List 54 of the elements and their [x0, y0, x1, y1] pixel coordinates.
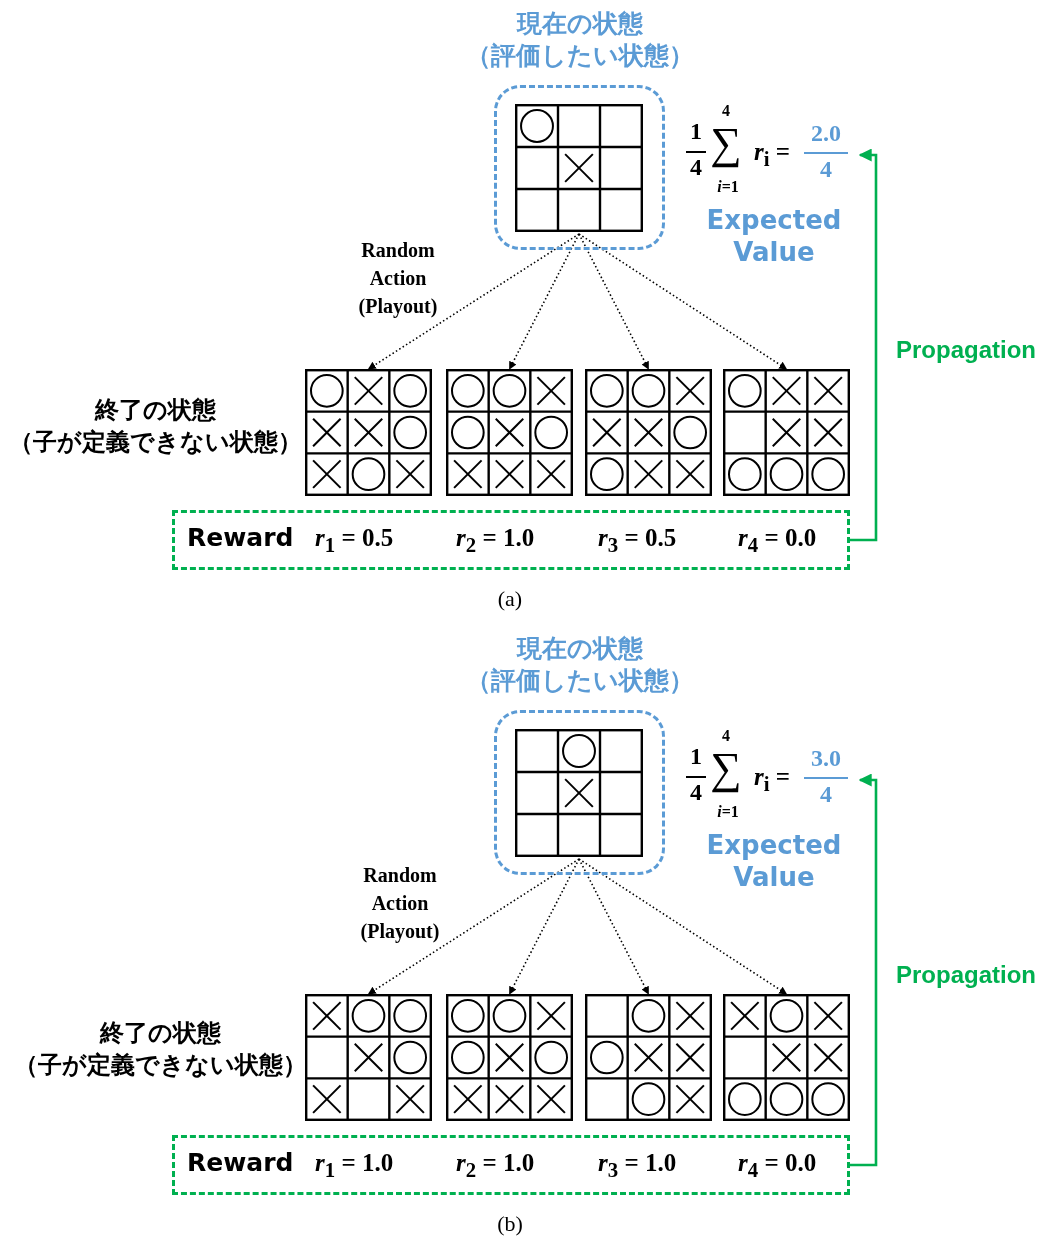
panel-caption: (b) [496, 1211, 524, 1237]
denominator: 4 [819, 781, 833, 809]
tic-tac-toe-board-drawing [305, 994, 432, 1121]
upper-limit: 4 [721, 102, 731, 121]
arrow [578, 858, 788, 995]
tic-tac-toe-board-drawing [305, 369, 432, 496]
arrow [850, 773, 878, 1167]
expected-value-label: Expected Value [705, 204, 843, 268]
arrow [578, 233, 788, 370]
reward-value: r$_{1}$ = 0.5 [315, 524, 394, 558]
annotation-text: Random Action (Playout) [357, 238, 439, 320]
reward-label: Reward [187, 1148, 294, 1177]
tic-tac-toe-board-drawing [585, 369, 712, 496]
arrow [367, 858, 580, 995]
arrow [850, 148, 878, 542]
sum-symbol: ∑ [709, 747, 743, 791]
reward-value: r$_{3}$ = 0.5 [598, 524, 677, 558]
tic-tac-toe-board-drawing [515, 104, 643, 232]
reward-value: r$_{2}$ = 1.0 [456, 524, 535, 558]
state-caption: 終了の状態（子が定義できない状態） [12, 1018, 308, 1081]
tic-tac-toe-board-drawing [723, 994, 850, 1121]
numerator: 3.0 [810, 745, 842, 773]
arrow [578, 858, 650, 995]
denominator: 4 [689, 779, 703, 807]
reward-value: r$_{4}$ = 0.0 [738, 524, 817, 558]
state-heading: 現在の状態（評価したい状態） [465, 633, 695, 697]
annotation-text: Random Action (Playout) [359, 863, 441, 945]
formula-term: r$_{i}$ = [753, 138, 791, 172]
formula-term: r$_{i}$ = [753, 763, 791, 797]
denominator: 4 [819, 156, 833, 184]
numerator: 2.0 [810, 120, 842, 148]
reward-value: r$_{2}$ = 1.0 [456, 1149, 535, 1183]
tic-tac-toe-board-drawing [446, 369, 573, 496]
tic-tac-toe-board-drawing [723, 369, 850, 496]
denominator: 4 [689, 154, 703, 182]
state-heading: 現在の状態（評価したい状態） [465, 8, 695, 72]
lower-limit: i=1 [716, 803, 740, 822]
upper-limit: 4 [721, 727, 731, 746]
tic-tac-toe-board-drawing [585, 994, 712, 1121]
panel-caption: (a) [496, 586, 524, 612]
tic-tac-toe-board-drawing [446, 994, 573, 1121]
arrow [578, 233, 650, 370]
state-caption: 終了の状態（子が定義できない状態） [7, 395, 303, 458]
numerator: 1 [689, 743, 703, 771]
reward-label: Reward [187, 523, 294, 552]
reward-value: r$_{3}$ = 1.0 [598, 1149, 677, 1183]
numerator: 1 [689, 118, 703, 146]
expected-value-label: Expected Value [705, 829, 843, 893]
reward-value: r$_{1}$ = 1.0 [315, 1149, 394, 1183]
lower-limit: i=1 [716, 178, 740, 197]
arrow [367, 233, 580, 370]
reward-value: r$_{4}$ = 0.0 [738, 1149, 817, 1183]
sum-symbol: ∑ [709, 122, 743, 166]
tic-tac-toe-board-drawing [515, 729, 643, 857]
